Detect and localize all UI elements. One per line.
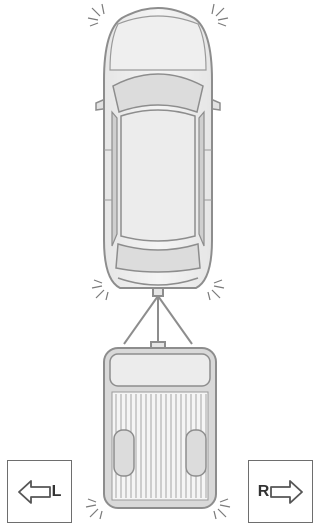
tow-hitch (124, 288, 192, 350)
turn-left-button[interactable]: L (7, 460, 72, 523)
trailer-right-wheel (186, 430, 206, 476)
roof (121, 110, 195, 241)
turn-right-button[interactable]: R (248, 460, 313, 523)
left-label: L (52, 483, 62, 501)
arrow-left-icon (18, 479, 52, 505)
trailer (104, 348, 216, 508)
right-label: R (258, 483, 270, 501)
arrow-right-icon (269, 479, 303, 505)
car (96, 8, 220, 288)
trailer-left-wheel (114, 430, 134, 476)
